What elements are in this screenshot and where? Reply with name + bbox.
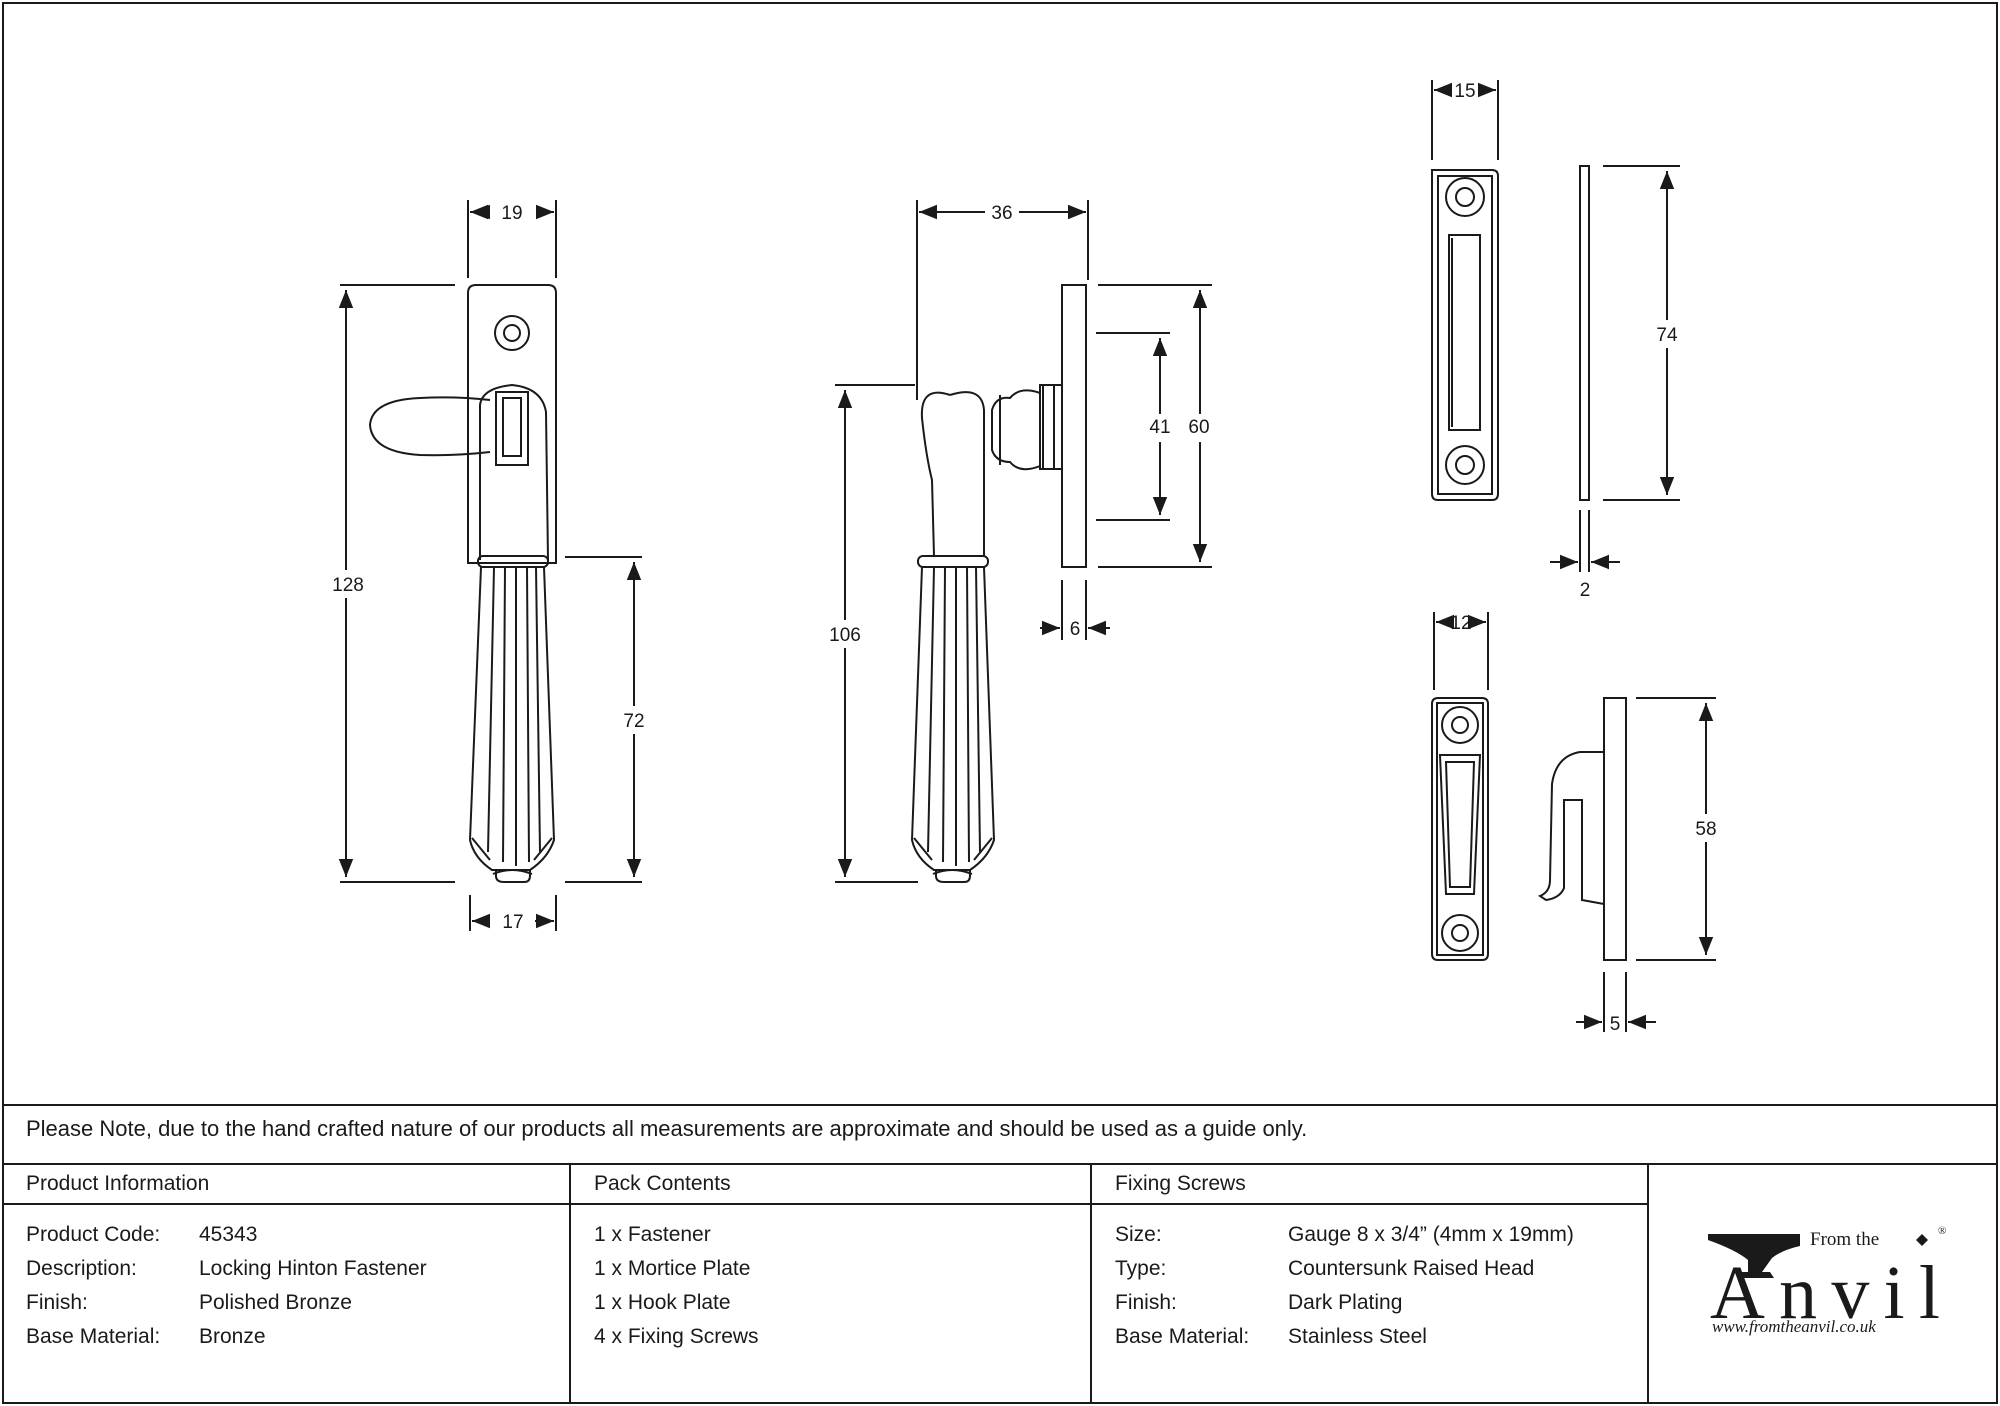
value-screw-finish: Dark Plating bbox=[1288, 1291, 1403, 1314]
logo-url: www.fromtheanvil.co.uk bbox=[1712, 1317, 1876, 1336]
dim-front-width-top: 19 bbox=[501, 203, 522, 224]
dim-front-height: 128 bbox=[332, 575, 364, 596]
label-size: Size: bbox=[1115, 1223, 1162, 1246]
value-finish: Polished Bronze bbox=[199, 1291, 352, 1314]
front-view-dimension-lines bbox=[338, 200, 642, 931]
dim-mortice-height: 74 bbox=[1656, 325, 1678, 346]
pack-item: 1 x Hook Plate bbox=[594, 1291, 731, 1314]
dim-mortice-thickness: 2 bbox=[1580, 580, 1591, 601]
side-view bbox=[910, 284, 1087, 883]
product-info-labels: Product Code: Description: Finish: Base … bbox=[26, 1218, 160, 1354]
side-view-dimension-lines bbox=[835, 200, 1212, 883]
pack-contents-list: 1 x Fastener 1 x Mortice Plate 1 x Hook … bbox=[594, 1218, 759, 1354]
dim-side-plate-thickness: 6 bbox=[1070, 619, 1081, 640]
anvil-icon bbox=[1708, 1234, 1928, 1278]
dim-side-plate-outer: 60 bbox=[1188, 417, 1209, 438]
label-finish: Finish: bbox=[26, 1291, 88, 1314]
product-info-values: 45343 Locking Hinton Fastener Polished B… bbox=[199, 1218, 427, 1354]
fixing-screws-values: Gauge 8 x 3/4” (4mm x 19mm) Countersunk … bbox=[1288, 1218, 1574, 1354]
dim-hook-thickness: 5 bbox=[1610, 1014, 1621, 1035]
dim-mortice-width: 15 bbox=[1454, 81, 1475, 102]
dim-side-height: 106 bbox=[829, 625, 861, 646]
from-the-anvil-logo: From the ® Anvil www.fromtheanvil.co.uk bbox=[1708, 1225, 1946, 1336]
pack-item: 1 x Mortice Plate bbox=[594, 1257, 751, 1280]
dim-side-depth: 36 bbox=[991, 203, 1012, 224]
mortice-plate bbox=[1431, 165, 1590, 501]
value-screw-base-material: Stainless Steel bbox=[1288, 1325, 1427, 1348]
measurement-note: Please Note, due to the hand crafted nat… bbox=[26, 1116, 1308, 1141]
mortice-plate-dimension-lines bbox=[1431, 80, 1680, 572]
dim-front-lever: 72 bbox=[623, 711, 644, 732]
pack-contents-title: Pack Contents bbox=[594, 1172, 731, 1195]
hook-plate bbox=[1431, 697, 1627, 961]
value-base-material: Bronze bbox=[199, 1325, 266, 1348]
pack-item: 1 x Fastener bbox=[594, 1223, 711, 1246]
value-description: Locking Hinton Fastener bbox=[199, 1257, 427, 1280]
label-screw-finish: Finish: bbox=[1115, 1291, 1177, 1314]
dim-hook-height: 58 bbox=[1695, 819, 1716, 840]
label-base-material: Base Material: bbox=[26, 1325, 161, 1348]
label-product-code: Product Code: bbox=[26, 1223, 161, 1246]
label-type: Type: bbox=[1115, 1257, 1167, 1280]
pack-item: 4 x Fixing Screws bbox=[594, 1325, 759, 1348]
value-product-code: 45343 bbox=[199, 1223, 258, 1246]
fixing-screws-title: Fixing Screws bbox=[1115, 1172, 1246, 1195]
product-info-title: Product Information bbox=[26, 1172, 210, 1195]
value-type: Countersunk Raised Head bbox=[1288, 1257, 1535, 1280]
dim-side-plate-inner: 41 bbox=[1149, 417, 1170, 438]
logo-from-the: From the bbox=[1810, 1229, 1879, 1250]
technical-drawing: 19 128 72 17 36 106 41 60 6 15 74 2 12 5… bbox=[332, 80, 1717, 1035]
value-size: Gauge 8 x 3/4” (4mm x 19mm) bbox=[1288, 1223, 1574, 1246]
dim-hook-width: 12 bbox=[1450, 613, 1471, 634]
fixing-screws-labels: Size: Type: Finish: Base Material: bbox=[1115, 1218, 1249, 1354]
label-screw-base-material: Base Material: bbox=[1115, 1325, 1250, 1348]
dim-front-width-bottom: 17 bbox=[502, 912, 523, 933]
label-description: Description: bbox=[26, 1257, 137, 1280]
front-view bbox=[368, 284, 557, 883]
logo-registered: ® bbox=[1938, 1225, 1946, 1237]
